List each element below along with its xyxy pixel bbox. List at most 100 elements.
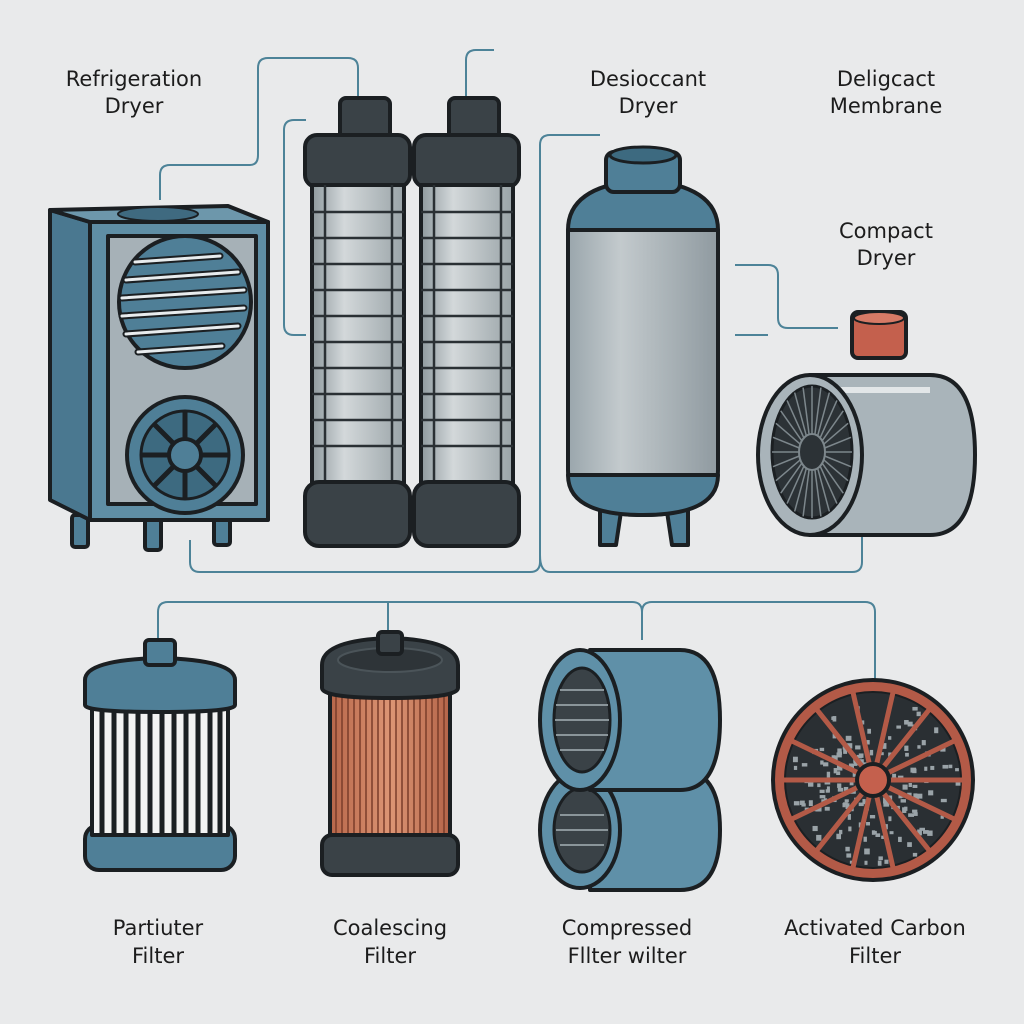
carbon-granule bbox=[948, 764, 953, 769]
fan-blade bbox=[780, 410, 803, 442]
label-particulate-filter-line2: Filter bbox=[132, 944, 184, 968]
carbon-granule bbox=[845, 735, 852, 741]
fan-blade bbox=[819, 400, 838, 439]
carbon-granule bbox=[808, 800, 813, 807]
fan-blade bbox=[772, 436, 800, 449]
fan-blade bbox=[824, 455, 852, 468]
carbon-granule bbox=[859, 759, 864, 763]
carbon-granule bbox=[837, 748, 842, 755]
carbon-granule bbox=[916, 711, 921, 717]
dryer-labels: Refrigeration Dryer Desioccant Dryer Del… bbox=[66, 67, 942, 270]
label-desiccant-dryer-line2: Dryer bbox=[619, 94, 678, 118]
carbon-granule bbox=[898, 794, 902, 799]
carbon-granule bbox=[908, 813, 915, 817]
carbon-granule bbox=[832, 733, 837, 739]
carbon-granule bbox=[877, 860, 882, 866]
carbon-granule bbox=[843, 786, 849, 791]
carbon-granule bbox=[904, 745, 909, 751]
carbon-granule bbox=[912, 852, 918, 857]
carbon-granule bbox=[902, 784, 908, 790]
carbon-granule bbox=[940, 746, 946, 752]
carbon-granule bbox=[817, 783, 821, 788]
compressed-filter-illustration bbox=[538, 648, 722, 892]
carbon-granule bbox=[923, 830, 929, 834]
carbon-granule bbox=[921, 740, 926, 746]
carbon-granule bbox=[912, 784, 918, 788]
carbon-granule bbox=[847, 814, 851, 820]
activated-carbon-filter-illustration bbox=[771, 678, 975, 882]
carbon-granule bbox=[898, 836, 902, 843]
carbon-granule bbox=[883, 797, 889, 804]
carbon-granule bbox=[793, 801, 800, 806]
carbon-granule bbox=[847, 743, 853, 749]
desiccant-tank-illustration bbox=[566, 145, 720, 547]
carbon-granule bbox=[849, 860, 853, 864]
carbon-granule bbox=[808, 780, 814, 787]
carbon-granule bbox=[866, 740, 870, 745]
connector-lines bbox=[157, 49, 876, 680]
carbon-granule bbox=[801, 763, 808, 767]
carbon-granule bbox=[863, 836, 867, 842]
carbon-granule bbox=[883, 800, 890, 807]
compact-dryer-illustration bbox=[756, 310, 977, 537]
carbon-granule bbox=[826, 771, 831, 778]
fan-blade bbox=[824, 436, 852, 449]
carbon-granule bbox=[843, 802, 848, 806]
carbon-granule bbox=[792, 756, 798, 763]
carbon-granule bbox=[902, 807, 907, 813]
fan-blade bbox=[816, 468, 831, 512]
carbon-granule bbox=[930, 765, 935, 770]
carbon-granule bbox=[928, 790, 934, 796]
carbon-granule bbox=[875, 833, 881, 837]
fan-blade bbox=[793, 468, 808, 512]
carbon-granule bbox=[831, 716, 835, 720]
label-carbon-filter-line1: Activated Carbon bbox=[784, 916, 966, 940]
carbon-granule bbox=[845, 803, 850, 810]
carbon-granule bbox=[819, 747, 825, 752]
fan-blade bbox=[814, 387, 822, 435]
label-carbon-filter-line2: Filter bbox=[849, 944, 901, 968]
carbon-granule bbox=[913, 793, 918, 800]
label-compressed-filter-line2: Fllter wilter bbox=[568, 944, 687, 968]
label-membrane-line1: Deligcact bbox=[837, 67, 935, 91]
carbon-granule bbox=[846, 853, 852, 858]
particulate-filter-illustration bbox=[83, 638, 237, 872]
carbon-granule bbox=[917, 829, 922, 836]
carbon-granule bbox=[812, 825, 818, 832]
label-refrigeration-dryer-line2: Dryer bbox=[105, 94, 164, 118]
carbon-granule bbox=[801, 803, 806, 807]
label-compressed-filter-line1: Compressed bbox=[562, 916, 693, 940]
fan-blade bbox=[802, 387, 810, 435]
carbon-granule bbox=[869, 749, 874, 756]
carbon-granule bbox=[866, 821, 871, 826]
carbon-granule bbox=[888, 736, 892, 740]
fan-blade bbox=[823, 459, 849, 482]
carbon-granule bbox=[904, 720, 909, 725]
carbon-granule bbox=[880, 752, 884, 756]
carbon-granule bbox=[848, 826, 852, 832]
carbon-granule bbox=[836, 765, 843, 771]
carbon-granule bbox=[816, 834, 822, 841]
fan-blade bbox=[775, 422, 801, 445]
carbon-granule bbox=[955, 781, 961, 786]
carbon-granule bbox=[848, 763, 854, 769]
carbon-granule bbox=[897, 775, 904, 779]
carbon-granule bbox=[836, 771, 841, 776]
carbon-granule bbox=[864, 860, 868, 865]
fan-blade bbox=[780, 462, 803, 494]
carbon-granule bbox=[869, 815, 876, 819]
carbon-granule bbox=[843, 748, 848, 754]
carbon-granule bbox=[907, 721, 913, 727]
carbon-granule bbox=[867, 728, 872, 734]
carbon-granule bbox=[908, 783, 912, 787]
twin-filter-cylinders-illustration bbox=[303, 96, 521, 548]
carbon-granule bbox=[819, 789, 825, 793]
carbon-granule bbox=[934, 727, 939, 734]
carbon-granule bbox=[955, 768, 959, 772]
label-membrane-line2: Membrane bbox=[830, 94, 943, 118]
carbon-granule bbox=[856, 754, 862, 759]
carbon-granule bbox=[819, 795, 826, 799]
fan-blade bbox=[786, 465, 805, 504]
carbon-granule bbox=[878, 856, 883, 861]
